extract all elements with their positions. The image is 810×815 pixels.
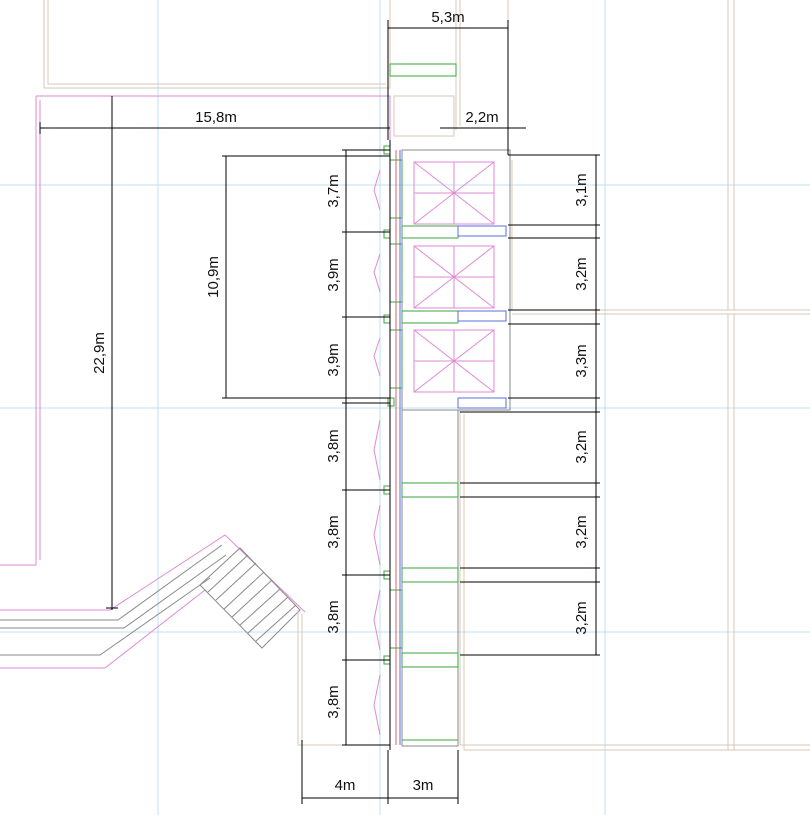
- cabin-unit: [413, 329, 495, 393]
- lower-cabin-block: [373, 409, 459, 750]
- dimension-labels: 5,3m 15,8m 2,2m 22,9m 10,9m 3,7m 3,9m 3,…: [91, 9, 590, 794]
- dim-left-seg-1: 3,7m: [325, 174, 342, 207]
- dimension-lines: [39, 20, 600, 804]
- dim-right-seg-5: 3,2m: [573, 515, 590, 548]
- dim-bottom-mid: 3m: [413, 777, 434, 794]
- dim-left-seg-3: 3,9m: [325, 343, 342, 376]
- wall-outlines: [0, 0, 810, 751]
- dim-right-seg-2: 3,2m: [573, 257, 590, 290]
- cabin-unit: [413, 161, 495, 225]
- dim-left-seg-5: 3,8m: [325, 515, 342, 548]
- dim-left-seg-6: 3,8m: [325, 600, 342, 633]
- dim-right-seg-1: 3,1m: [573, 173, 590, 206]
- upper-cabin-block: [373, 140, 511, 411]
- dim-right-seg-6: 3,2m: [573, 601, 590, 634]
- dim-total-height: 22,9m: [91, 332, 108, 374]
- dim-left-seg-2: 3,9m: [325, 258, 342, 291]
- dim-upper-block: 10,9m: [205, 256, 222, 298]
- dim-left-seg-7: 3,8m: [325, 685, 342, 718]
- dim-right-seg-4: 3,2m: [573, 430, 590, 463]
- staircase: [199, 547, 301, 649]
- dim-right-offset: 2,2m: [465, 109, 498, 126]
- cabin-unit: [413, 245, 495, 309]
- dim-right-seg-3: 3,3m: [573, 344, 590, 377]
- dim-left-span: 15,8m: [195, 109, 237, 126]
- dim-bottom-left: 4m: [335, 777, 356, 794]
- dim-left-seg-4: 3,8m: [325, 429, 342, 462]
- dim-top-width: 5,3m: [431, 9, 464, 26]
